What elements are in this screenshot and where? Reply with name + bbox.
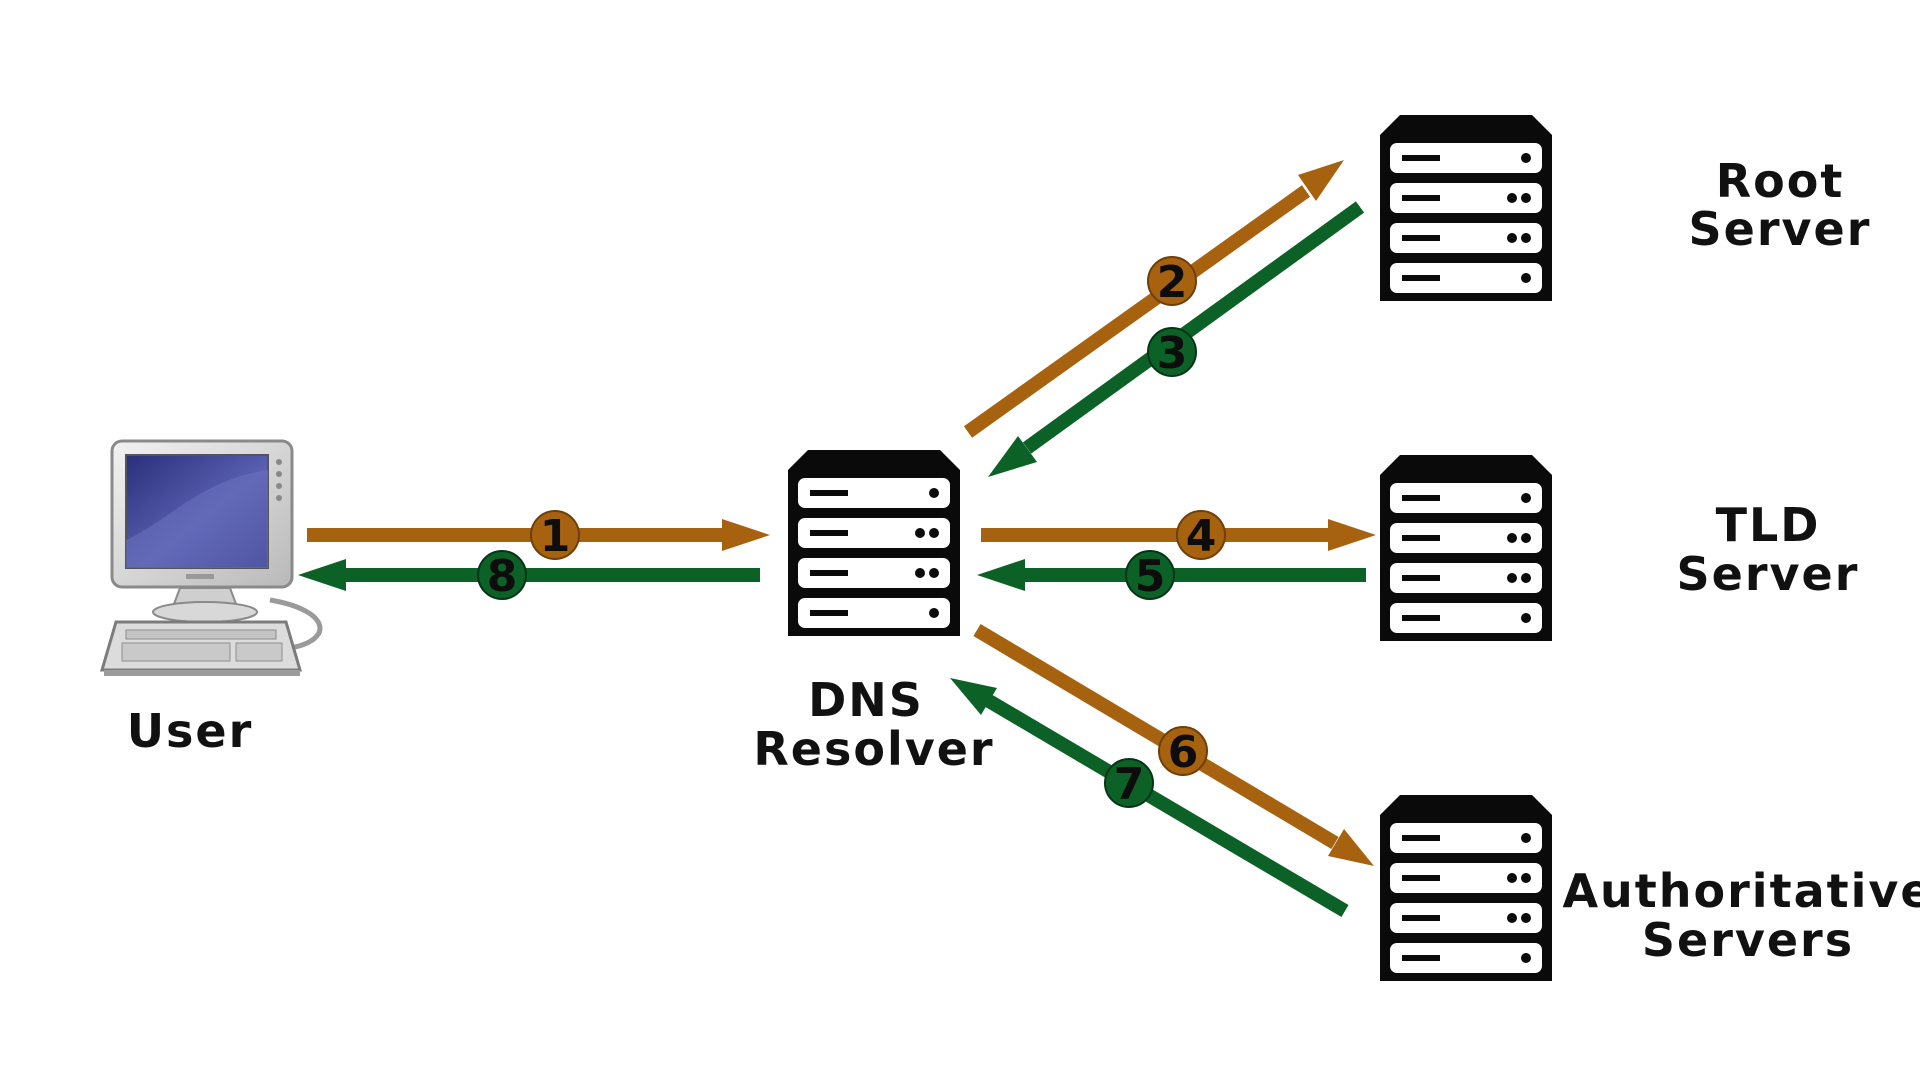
step-number: 1 xyxy=(540,511,571,562)
tld-server-label-line1: TLD xyxy=(1716,498,1821,552)
step-number: 7 xyxy=(1114,759,1145,810)
dns-resolver-server-icon xyxy=(788,450,960,636)
step-badge-8: 8 xyxy=(477,550,527,602)
user-label: User xyxy=(127,704,254,758)
desktop-computer-icon xyxy=(100,439,323,676)
tld-server-label-line2: Server xyxy=(1677,547,1860,601)
step-number: 3 xyxy=(1157,328,1188,379)
root-server-label-line1: Root xyxy=(1716,154,1845,208)
authoritative-servers-label-line2: Servers xyxy=(1642,913,1854,967)
step-badge-5: 5 xyxy=(1125,550,1175,602)
step-badge-4: 4 xyxy=(1176,510,1226,562)
step-number: 4 xyxy=(1186,511,1217,562)
response-arrows xyxy=(298,201,1366,918)
step-number: 2 xyxy=(1157,257,1188,308)
authoritative-server-icon xyxy=(1380,795,1552,981)
dns-resolver-label-line2: Resolver xyxy=(753,722,994,776)
tld-server-icon xyxy=(1380,455,1552,641)
step-badges: 1 2 3 4 5 6 7 8 xyxy=(477,256,1226,810)
request-arrows xyxy=(307,160,1376,866)
step-number: 5 xyxy=(1135,551,1166,602)
step-number: 6 xyxy=(1168,727,1199,778)
node-labels: User DNS Resolver Root Server TLD Server… xyxy=(127,154,1920,967)
authoritative-servers-label-line1: Authoritative xyxy=(1562,864,1920,918)
dns-resolver-label-line1: DNS xyxy=(808,673,924,727)
step-badge-3: 3 xyxy=(1147,327,1197,379)
step-badge-7: 7 xyxy=(1104,758,1154,810)
step-number: 8 xyxy=(487,551,518,602)
root-server-icon xyxy=(1380,115,1552,301)
step-badge-2: 2 xyxy=(1147,256,1197,308)
root-server-label-line2: Server xyxy=(1689,202,1872,256)
step-badge-1: 1 xyxy=(530,510,580,562)
step-badge-6: 6 xyxy=(1158,726,1208,778)
